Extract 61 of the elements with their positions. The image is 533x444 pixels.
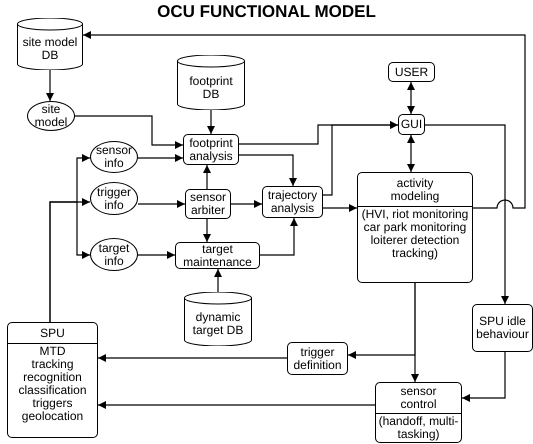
arrow (407, 82, 415, 114)
arrow (98, 401, 375, 409)
node-label: USER (394, 66, 428, 78)
process-box (287, 342, 348, 375)
process-box (175, 242, 260, 269)
arrow (83, 31, 526, 209)
arrow (75, 115, 183, 149)
arrow (462, 352, 506, 402)
data-ellipse (90, 141, 138, 173)
data-ellipse (27, 101, 75, 131)
arrow (203, 219, 211, 242)
arrow (231, 200, 262, 208)
node-description: (handoff, multi-tasking) (378, 415, 460, 441)
data-ellipse (90, 182, 138, 215)
node-heading: sensor control (400, 385, 437, 411)
node-label: site model (34, 103, 68, 129)
process-box (357, 172, 473, 283)
node-label: sensor arbiter (188, 191, 228, 217)
process-box (388, 62, 435, 82)
arrow (407, 135, 415, 172)
process-box (7, 322, 98, 438)
arrow (214, 269, 222, 292)
arrow (138, 251, 175, 259)
process-box (398, 114, 425, 135)
arrow (348, 283, 416, 359)
database-cylinder (184, 292, 252, 346)
process-box (375, 382, 462, 443)
diagram-title: OCU FUNCTIONAL MODEL (156, 2, 377, 22)
database-cylinder (177, 55, 245, 110)
arrow (98, 354, 287, 362)
arrow (323, 121, 398, 196)
node-label: footprint analysis (188, 136, 234, 162)
node-label: sensor info (94, 144, 134, 170)
node-label: trajectory analysis (266, 189, 318, 215)
node-label: SPU idle behaviour (476, 315, 529, 341)
database-cylinder (17, 18, 83, 70)
node-label: target maintenance (182, 243, 253, 269)
node-label: GUI (400, 118, 422, 131)
node-description: MTD tracking recognition classification triggers geolocation (18, 345, 87, 423)
node-label: trigger info (96, 186, 132, 212)
arrow (207, 110, 215, 134)
arrow (203, 165, 211, 189)
arrow (425, 124, 509, 304)
arrow (138, 154, 183, 162)
node-label: dynamic target DB (192, 311, 244, 337)
node-label: target info (98, 242, 130, 268)
process-box (183, 134, 239, 165)
node-label: site model DB (22, 36, 78, 62)
arrow (260, 218, 298, 256)
process-box (262, 186, 323, 218)
node-heading: activity modeling (390, 176, 440, 202)
arrow (138, 200, 185, 208)
node-label: footprint DB (189, 74, 233, 100)
arrow (323, 204, 357, 212)
process-box (472, 304, 533, 352)
node-heading: SPU (40, 326, 65, 340)
arrow (239, 154, 297, 186)
data-ellipse (90, 238, 138, 271)
node-label: trigger definition (292, 346, 343, 372)
arrow (46, 70, 54, 101)
node-description: (HVI, riot monitoring car park monitoring loiterer detection tracking) (360, 208, 470, 260)
